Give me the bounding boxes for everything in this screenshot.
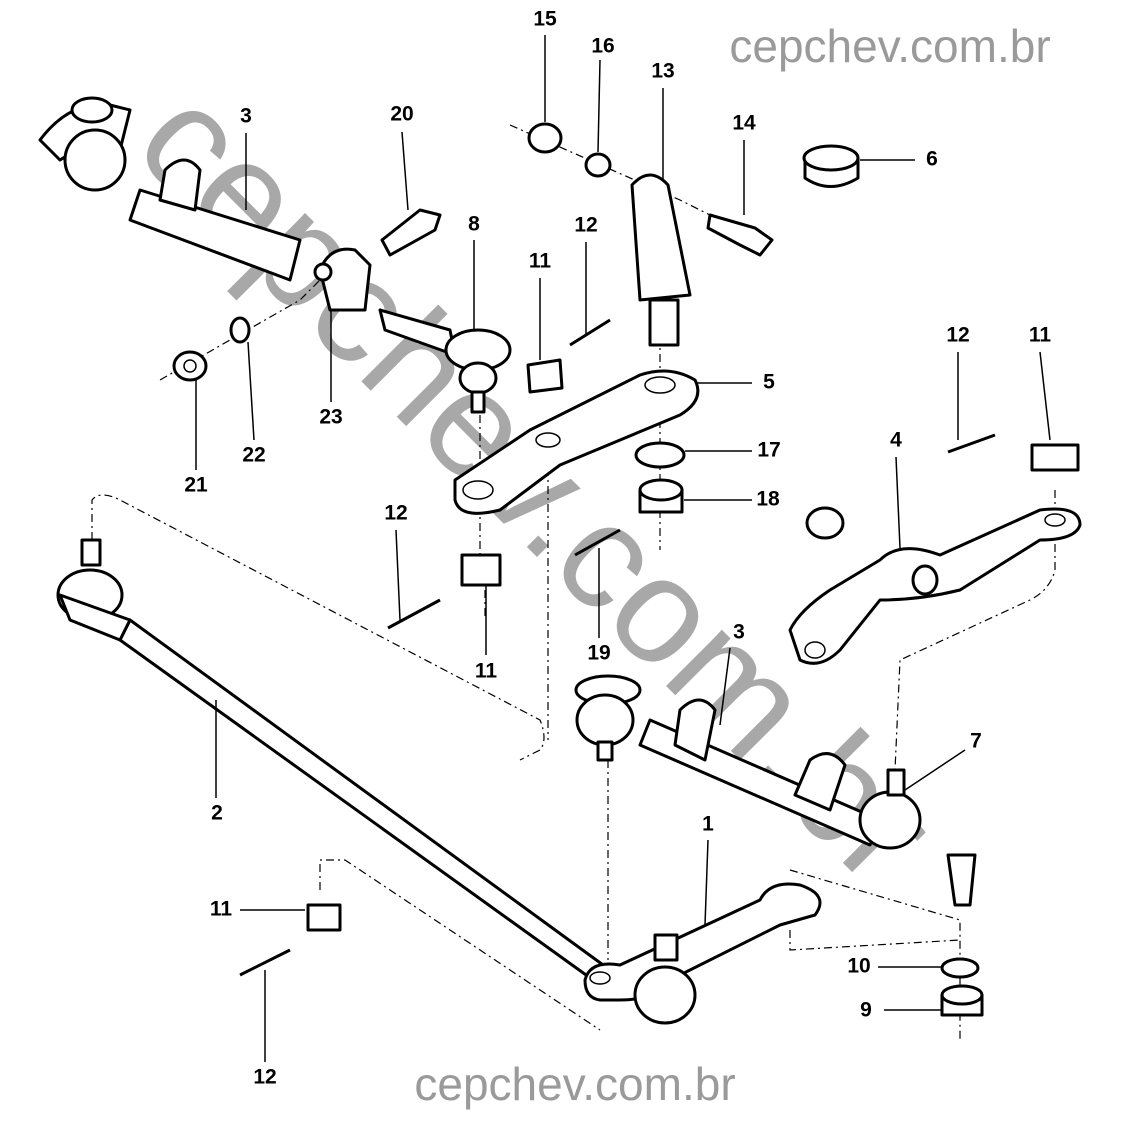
callout-17: 17 — [757, 439, 780, 462]
callout-4: 4 — [890, 429, 902, 452]
bolt-14 — [706, 213, 774, 257]
callout-3: 3 — [240, 105, 252, 128]
cotter-pin-19 — [574, 528, 621, 557]
washer-22 — [229, 316, 251, 344]
callout-10: 10 — [847, 955, 870, 978]
nut-15 — [527, 122, 563, 154]
castle-nut-11 — [526, 358, 564, 394]
callout-6: 6 — [926, 148, 938, 171]
cotter-pin-12c — [947, 433, 996, 454]
assembly-line — [91, 494, 545, 761]
nut-21 — [172, 350, 208, 382]
callout-5: 5 — [763, 371, 775, 394]
callout-7: 7 — [970, 730, 982, 753]
bushing-6 — [802, 144, 860, 188]
bolt-20 — [380, 208, 442, 257]
castle-nut-11c — [1030, 443, 1080, 472]
callout-8: 8 — [468, 213, 480, 236]
callout-12: 12 — [946, 324, 969, 347]
leader-lines — [195, 35, 1051, 1062]
callout-3: 3 — [733, 621, 745, 644]
washer-16 — [584, 152, 612, 178]
tie-rod-end-7 — [858, 768, 922, 850]
callout-12: 12 — [253, 1066, 276, 1089]
callout-18: 18 — [756, 488, 780, 511]
callout-23: 23 — [319, 406, 342, 429]
tie-rod-end-8 — [378, 308, 512, 414]
tie-rod-adjuster-upper — [38, 96, 302, 282]
nut-18 — [638, 478, 684, 514]
idler-arm-bracket-13 — [630, 173, 692, 347]
cotter-pin-12b — [387, 598, 441, 630]
callout-15: 15 — [533, 8, 557, 31]
callout-11: 11 — [210, 898, 233, 921]
nut-9 — [940, 984, 984, 1017]
callout-11: 11 — [1029, 324, 1052, 347]
idler-arm-4 — [788, 507, 1082, 665]
callout-20: 20 — [390, 103, 413, 126]
callout-2: 2 — [211, 802, 223, 825]
nut-4 — [805, 506, 845, 540]
callout-16: 16 — [591, 35, 614, 58]
washer-17 — [634, 441, 686, 469]
callout-13: 13 — [651, 60, 674, 83]
callout-12: 12 — [384, 502, 407, 525]
callout-1: 1 — [702, 813, 714, 836]
clamp-23 — [313, 247, 372, 312]
cotter-pin-12 — [569, 318, 611, 347]
callout-11: 11 — [529, 250, 552, 273]
callout-9: 9 — [860, 999, 872, 1022]
pitman-arm-1 — [583, 882, 822, 1025]
assembly-line — [319, 859, 601, 1031]
watermark-top: cepchev.com.br — [729, 20, 1050, 72]
callout-21: 21 — [184, 474, 208, 497]
watermark-bottom: cepchev.com.br — [414, 1058, 735, 1110]
castle-nut-11b — [460, 553, 502, 587]
callout-19: 19 — [587, 642, 610, 665]
tie-rod-adjuster-lower — [574, 674, 882, 847]
callout-22: 22 — [242, 444, 265, 467]
callout-11: 11 — [475, 660, 498, 683]
stud — [946, 853, 977, 907]
pitman-arm-5 — [453, 369, 700, 515]
cotter-pin-12d — [239, 948, 291, 977]
relay-rod-2 — [56, 538, 612, 987]
assembly-line — [894, 490, 1056, 771]
assembly-line — [509, 124, 761, 241]
callout-14: 14 — [732, 112, 756, 135]
castle-nut-11d — [306, 903, 342, 932]
washer-10 — [940, 957, 980, 979]
callout-12: 12 — [574, 214, 597, 237]
